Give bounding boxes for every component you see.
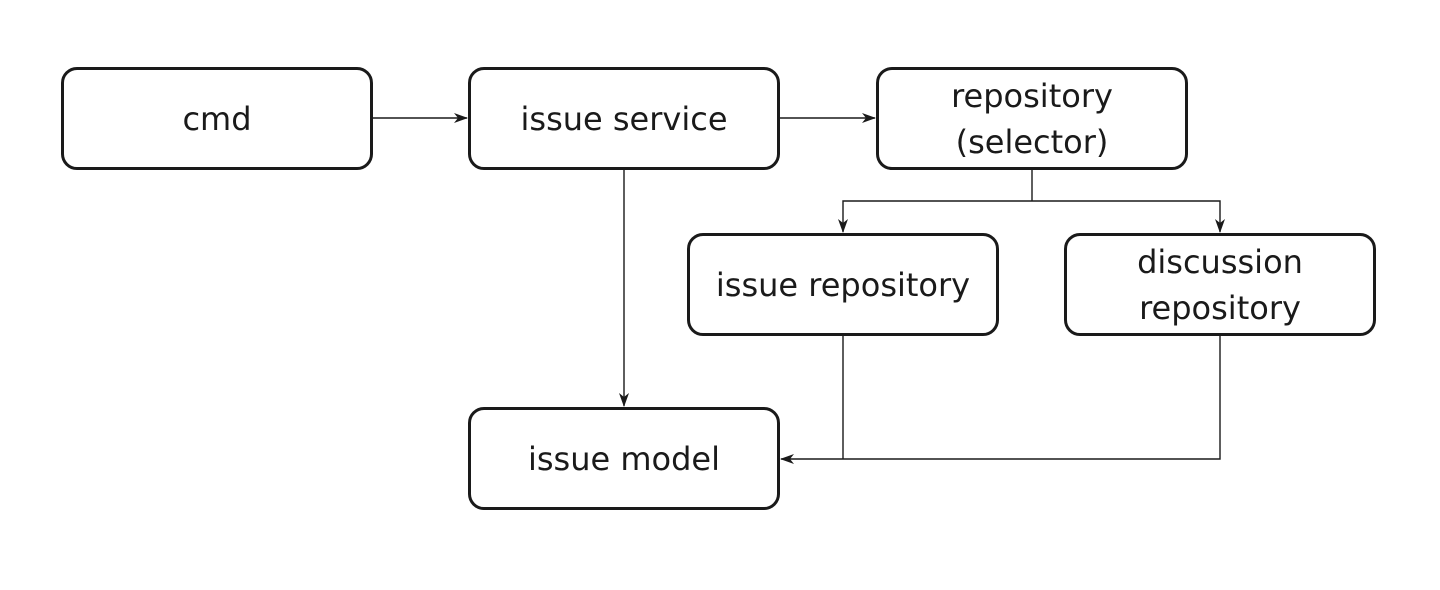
edge-repository-selector-to-discussion-repository bbox=[1032, 200, 1225, 233]
edge-repository-selector-to-issue-repository bbox=[838, 200, 1032, 233]
node-issue-model-label: issue model bbox=[527, 439, 720, 478]
node-issue-service-label: issue service bbox=[520, 99, 728, 138]
node-issue-repository[interactable]: issue repository bbox=[687, 233, 999, 336]
node-discussion-repository[interactable]: discussion repository bbox=[1064, 233, 1376, 336]
node-issue-repository-label: issue repository bbox=[715, 265, 971, 304]
node-repository-selector-label-line-1: repository bbox=[951, 76, 1113, 115]
node-cmd[interactable]: cmd bbox=[61, 67, 373, 170]
node-repository-selector-label-line-2: (selector) bbox=[955, 122, 1109, 161]
node-discussion-repository-label-line-2: repository bbox=[1139, 288, 1301, 327]
node-repository-selector[interactable]: repository (selector) bbox=[876, 67, 1188, 170]
edge-discussion-repository-to-issue-model bbox=[780, 336, 1221, 464]
node-issue-service[interactable]: issue service bbox=[468, 67, 780, 170]
node-issue-model[interactable]: issue model bbox=[468, 407, 780, 510]
node-discussion-repository-label-line-1: discussion bbox=[1137, 242, 1303, 281]
node-cmd-label: cmd bbox=[182, 99, 252, 138]
